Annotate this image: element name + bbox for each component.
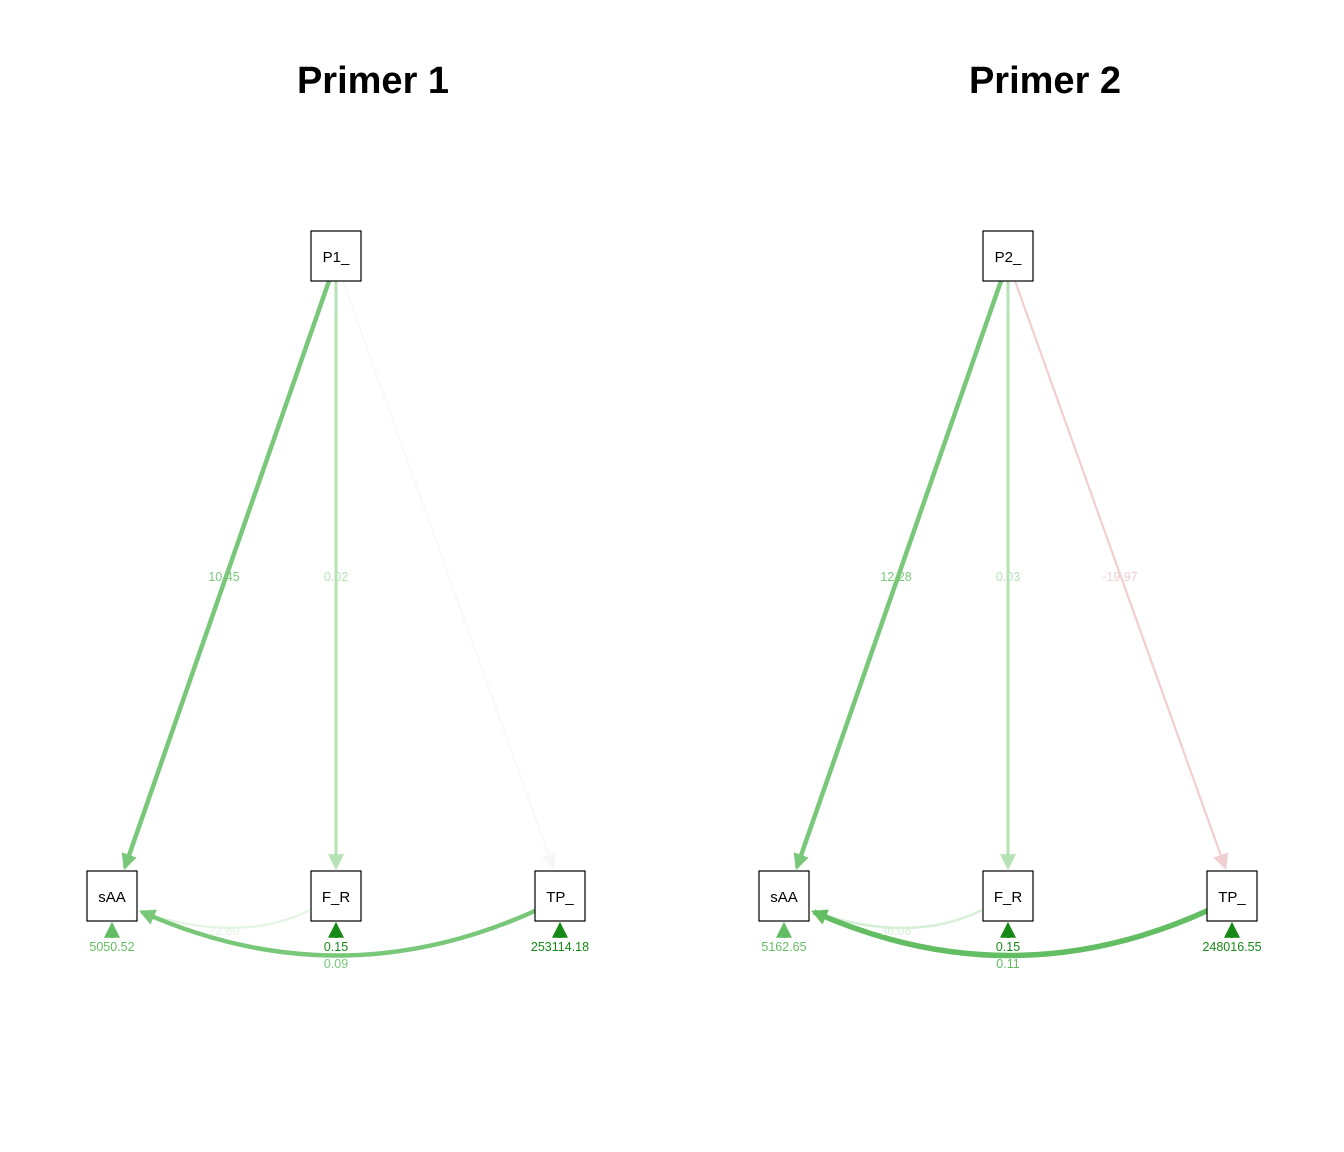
variance-label-mid: 0.15 (324, 940, 348, 954)
node-right (534, 870, 586, 922)
variance-label-right: 248016.55 (1202, 940, 1261, 954)
node-left (86, 870, 138, 922)
node-right-label: TP_ (1218, 889, 1246, 906)
node-top-label: P1_ (323, 249, 350, 266)
node-left-label: sAA (98, 889, 126, 906)
variance-label-left: 5162.65 (761, 940, 806, 954)
node-top (310, 230, 362, 282)
path-label-top-right: -19.97 (1102, 570, 1137, 584)
covariance-label-right-left: 0.11 (996, 957, 1019, 971)
node-left-label: sAA (770, 889, 798, 906)
path-top-to-right (1013, 280, 1229, 871)
node-mid-label: F_R (994, 889, 1023, 906)
node-mid (982, 870, 1034, 922)
node-mid (310, 870, 362, 922)
panel-title: Primer 2 (969, 60, 1121, 102)
variance-label-mid: 0.15 (996, 940, 1020, 954)
variance-label-left: 5050.52 (89, 940, 134, 954)
node-left (758, 870, 810, 922)
covariance-label-right-left: 0.09 (324, 957, 348, 971)
path-top-to-left (793, 280, 1004, 871)
path-label-top-mid: 0.02 (324, 570, 348, 584)
panel-primer-1: Primer 1 P1_ sAA F_R TP_ 10.45 0.02 22.8… (86, 60, 589, 971)
covariance-label-mid-left: 22.80 (208, 924, 239, 938)
path-top-to-left (121, 280, 332, 871)
node-top-label: P2_ (995, 249, 1022, 266)
variance-label-right: 253114.18 (531, 940, 589, 954)
path-label-top-left: 12.28 (880, 570, 911, 584)
path-label-top-left: 10.45 (208, 570, 239, 584)
node-top (982, 230, 1034, 282)
path-top-to-right (342, 280, 557, 871)
covariance-right-left (811, 907, 1211, 959)
panel-title: Primer 1 (297, 60, 449, 102)
covariance-mid-left (138, 908, 311, 930)
node-right-label: TP_ (546, 889, 574, 906)
node-mid-label: F_R (322, 889, 351, 906)
covariance-right-left (139, 907, 538, 958)
node-right (1206, 870, 1258, 922)
panel-primer-2: Primer 2 P2_ sAA F_R TP_ 12.28 0.03 -19.… (758, 60, 1262, 971)
path-label-top-mid: 0.03 (996, 570, 1020, 584)
covariance-label-mid-left: 36.08 (880, 924, 911, 938)
